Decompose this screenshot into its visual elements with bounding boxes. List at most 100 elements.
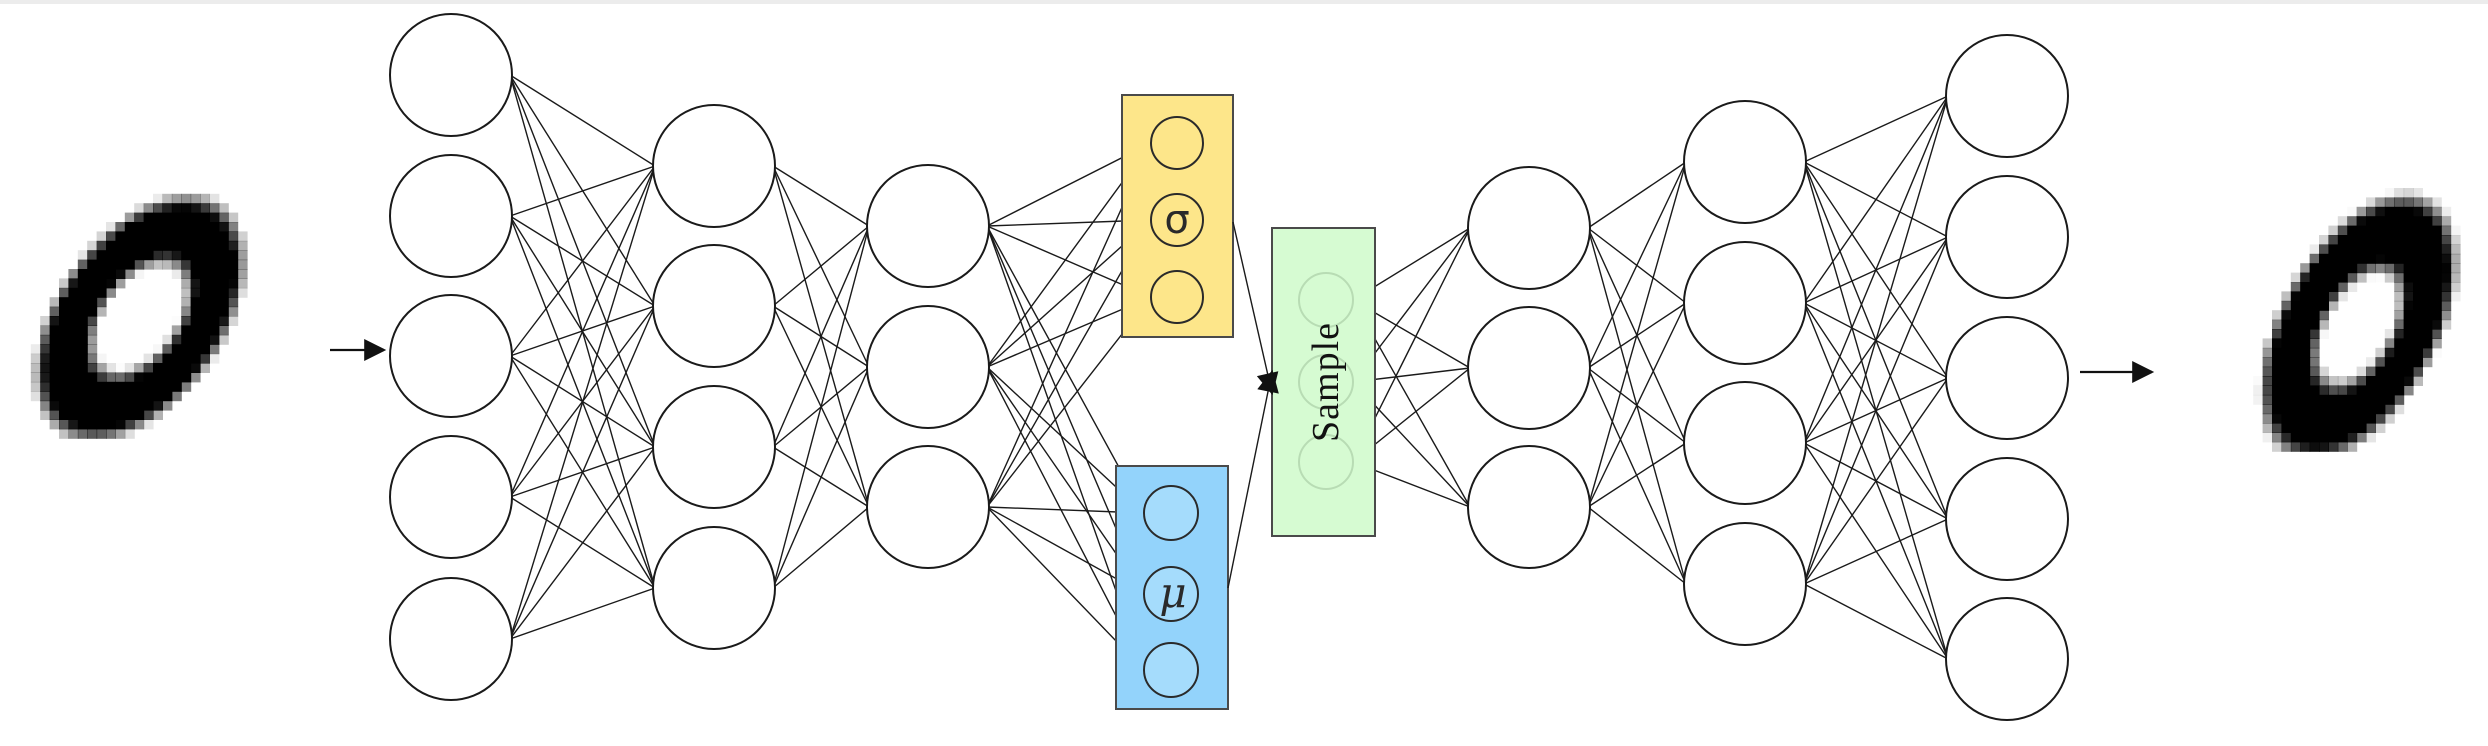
digit-pixel — [106, 278, 116, 289]
digit-pixel — [218, 240, 229, 251]
digit-pixel — [49, 297, 60, 308]
digit-pixel — [124, 259, 135, 270]
digit-pixel — [59, 381, 69, 392]
digit-pixel — [115, 222, 126, 232]
digit-pixel — [2347, 225, 2358, 236]
digit-pixel — [59, 353, 69, 364]
digit-pixel — [209, 316, 220, 326]
digit-pixel — [2319, 235, 2329, 245]
digit-pixel — [2394, 225, 2405, 236]
encoder-node — [652, 385, 776, 509]
output-node — [1945, 34, 2069, 158]
digit-pixel — [2300, 272, 2311, 283]
digit-pixel — [171, 391, 182, 402]
digit-pixel — [87, 372, 98, 383]
digit-pixel — [2422, 347, 2433, 358]
sigma-label: σ — [1164, 197, 1189, 243]
digit-pixel — [2356, 432, 2367, 443]
input-node — [389, 154, 513, 278]
digit-pixel — [218, 297, 229, 308]
digit-pixel — [134, 410, 145, 420]
encoder-node — [652, 104, 776, 228]
digit-pixel — [200, 316, 210, 326]
digit-pixel — [2337, 225, 2348, 236]
digit-pixel — [49, 353, 60, 364]
digit-pixel — [115, 240, 126, 251]
digit-pixel — [143, 400, 154, 411]
digit-pixel — [2347, 385, 2358, 396]
digit-pixel — [2431, 310, 2442, 321]
mu-label: μ — [1159, 568, 1186, 617]
digit-pixel — [2375, 216, 2386, 227]
digit-pixel — [2337, 441, 2348, 452]
digit-pixel — [59, 334, 69, 345]
digit-pixel — [2290, 385, 2301, 396]
edge-d1-d2 — [1587, 302, 1687, 508]
digit-pixel — [2384, 272, 2395, 283]
digit-pixel — [143, 222, 154, 232]
digit-pixel — [2366, 225, 2376, 236]
digit-pixel — [153, 381, 163, 392]
digit-pixel — [2262, 347, 2273, 358]
digit-pixel — [237, 250, 248, 261]
digit-pixel — [59, 297, 69, 308]
digit-pixel — [68, 316, 79, 326]
digit-pixel — [59, 306, 69, 317]
digit-pixel — [2450, 244, 2461, 255]
digit-pixel — [228, 259, 239, 270]
digit-pixel — [190, 203, 201, 214]
digit-pixel — [2253, 376, 2263, 386]
digit-pixel — [124, 400, 135, 411]
digit-pixel — [106, 287, 116, 298]
digit-pixel — [153, 410, 163, 420]
edge-d2-out — [1803, 95, 1949, 444]
digit-pixel — [2375, 206, 2386, 217]
digit-pixel — [2394, 253, 2405, 264]
digit-pixel — [2375, 235, 2386, 245]
digit-pixel — [2422, 225, 2433, 236]
digit-pixel — [77, 297, 88, 308]
digit-pixel — [2337, 385, 2348, 396]
digit-pixel — [115, 419, 126, 430]
digit-pixel — [2262, 394, 2273, 405]
digit-pixel — [143, 391, 154, 402]
digit-pixel — [2281, 404, 2292, 415]
digit-pixel — [2272, 329, 2282, 339]
digit-pixel — [96, 259, 107, 270]
digit-pixel — [2366, 206, 2376, 217]
digit-pixel — [2328, 441, 2339, 452]
edge-d1-d2 — [1587, 367, 1687, 585]
digit-pixel — [2272, 432, 2282, 443]
digit-pixel — [2328, 253, 2339, 264]
digit-pixel — [200, 231, 210, 242]
digit-pixel — [124, 222, 135, 232]
digit-pixel — [106, 410, 116, 420]
digit-pixel — [2319, 432, 2329, 443]
digit-pixel — [2384, 329, 2395, 339]
digit-pixel — [2347, 263, 2358, 274]
digit-pixel — [2366, 394, 2376, 405]
output-digit-image — [2253, 188, 2461, 452]
digit-pixel — [2253, 385, 2264, 396]
digit-pixel — [228, 306, 239, 317]
digit-pixel — [96, 353, 107, 364]
digit-pixel — [2366, 432, 2376, 443]
digit-pixel — [2394, 376, 2405, 386]
digit-pixel — [2262, 404, 2273, 415]
edge-l1-l2 — [509, 587, 656, 640]
digit-pixel — [2272, 404, 2282, 415]
digit-pixel — [2290, 366, 2301, 377]
digit-pixel — [190, 269, 201, 279]
digit-pixel — [124, 240, 135, 251]
digit-pixel — [2262, 432, 2273, 443]
digit-pixel — [162, 400, 173, 411]
digit-pixel — [2309, 244, 2320, 255]
digit-pixel — [2366, 235, 2376, 245]
digit-pixel — [2384, 357, 2395, 368]
digit-pixel — [2384, 376, 2395, 386]
digit-pixel — [124, 372, 135, 383]
digit-pixel — [2384, 366, 2395, 377]
digit-pixel — [2394, 244, 2405, 255]
digit-pixel — [2337, 244, 2348, 255]
